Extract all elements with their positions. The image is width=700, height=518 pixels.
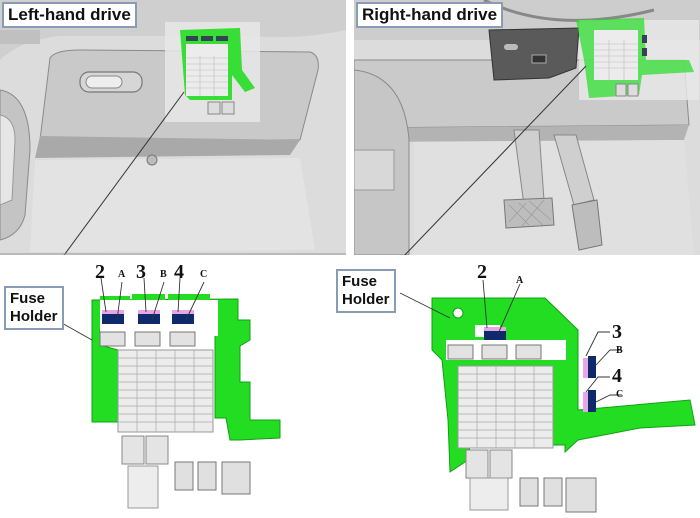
- right-dashboard-illustration: [354, 0, 700, 255]
- left-fuse-box-diagram: [59, 277, 281, 509]
- left-fuse-3-b: [138, 310, 160, 324]
- right-label-fuse-c: C: [616, 389, 624, 400]
- right-fuse-4-c: [583, 390, 596, 412]
- right-fuse-2-a: [484, 327, 506, 340]
- callout-line-2: Holder: [342, 291, 390, 308]
- left-label-fuse-c: C: [200, 269, 208, 280]
- right-fuse-box-location: [576, 18, 699, 100]
- left-label-fuse-3: 3: [136, 261, 146, 283]
- left-label-fuse-2: 2: [95, 261, 105, 283]
- left-fuse-4-c: [172, 310, 194, 324]
- left-leader-line: [63, 91, 185, 255]
- left-label-fuse-a: A: [118, 269, 126, 280]
- left-label-fuse-b: B: [160, 269, 167, 280]
- right-hand-drive-panel: Right-hand drive: [354, 0, 700, 255]
- right-leader-line: [404, 65, 587, 255]
- left-fuse-2-a: [102, 310, 124, 324]
- left-fuse-grid: [118, 350, 213, 432]
- fuse-holder-callout-left: Fuse Holder: [4, 286, 64, 330]
- left-fuse-box-location: [165, 22, 260, 122]
- panel-title-left: Left-hand drive: [2, 2, 137, 28]
- callout-line-2: Holder: [10, 308, 58, 325]
- callout-line-1: Fuse: [342, 273, 378, 290]
- left-label-fuse-4: 4: [174, 261, 184, 283]
- right-label-fuse-b: B: [616, 345, 623, 356]
- left-hand-drive-panel: Left-hand drive: [0, 0, 346, 255]
- fuse-holder-callout-right: Fuse Holder: [336, 269, 396, 313]
- right-label-fuse-a: A: [516, 275, 524, 286]
- callout-line-1: Fuse: [10, 290, 46, 307]
- right-fuse-3-b: [583, 356, 596, 378]
- right-label-fuse-2: 2: [477, 261, 487, 283]
- right-label-fuse-3: 3: [612, 321, 622, 343]
- left-dashboard-illustration: [0, 0, 346, 255]
- right-fuse-grid: [458, 366, 553, 448]
- right-label-fuse-4: 4: [612, 365, 622, 387]
- panel-title-right: Right-hand drive: [356, 2, 504, 28]
- right-fuse-box-diagram: [399, 279, 696, 513]
